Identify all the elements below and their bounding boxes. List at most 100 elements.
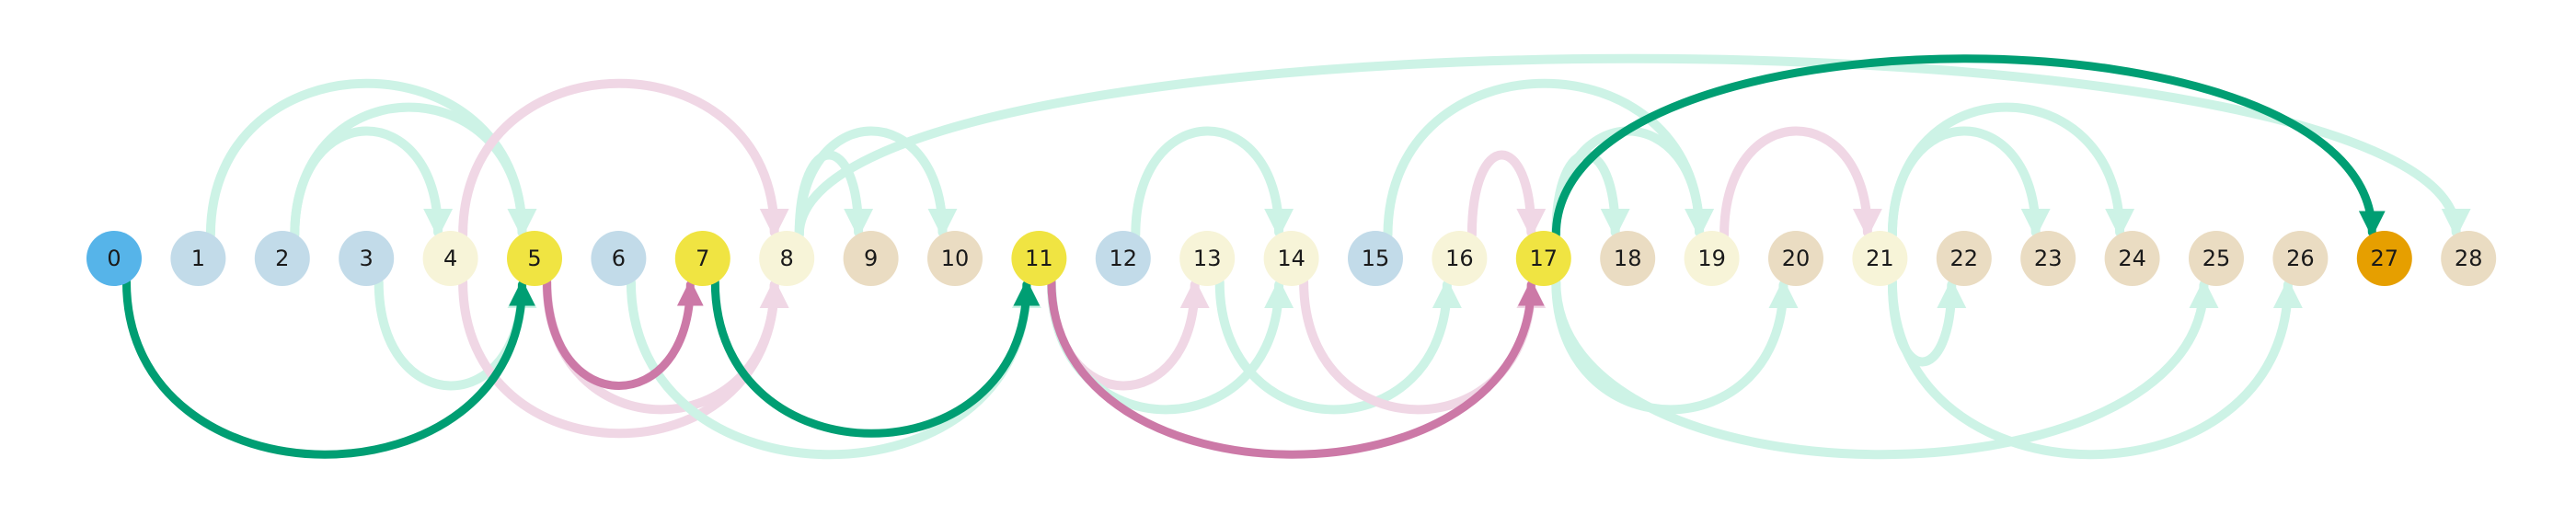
edge-19-to-21	[1719, 126, 1882, 240]
node-label-23: 23	[2034, 246, 2063, 271]
node-20[interactable]: 20	[1768, 231, 1823, 286]
node-4[interactable]: 4	[422, 231, 478, 286]
node-circle-26	[2272, 231, 2329, 286]
edge-15-to-19	[1383, 78, 1715, 240]
node-23[interactable]: 23	[2020, 231, 2076, 286]
node-14[interactable]: 14	[1263, 231, 1319, 286]
node-7[interactable]: 7	[674, 231, 730, 286]
node-circle-16	[1432, 231, 1488, 286]
node-6[interactable]: 6	[591, 231, 647, 286]
edges-strong-layer	[122, 54, 2386, 459]
node-label-15: 15	[1362, 246, 1390, 271]
node-27[interactable]: 27	[2356, 231, 2412, 286]
node-circle-9	[843, 231, 899, 286]
node-15[interactable]: 15	[1348, 231, 1403, 286]
edge-21-to-26	[1887, 277, 2303, 460]
edge-7-to-11	[710, 278, 1041, 438]
edge-5-to-8	[542, 277, 789, 415]
edge-8-to-28	[794, 53, 2471, 240]
node-label-22: 22	[1950, 246, 1979, 271]
edge-17-to-20	[1551, 277, 1799, 415]
node-label-24: 24	[2118, 246, 2146, 271]
node-circle-8	[759, 231, 815, 286]
node-circle-20	[1768, 231, 1823, 286]
node-9[interactable]: 9	[843, 231, 899, 286]
node-label-28: 28	[2455, 246, 2483, 271]
node-circle-21	[1852, 231, 1908, 286]
edge-11-to-17	[1047, 278, 1545, 459]
node-label-27: 27	[2371, 246, 2399, 271]
node-circle-3	[339, 231, 395, 286]
node-5[interactable]: 5	[507, 231, 562, 286]
node-8[interactable]: 8	[759, 231, 815, 286]
node-label-4: 4	[443, 246, 457, 271]
edge-13-to-16	[1214, 277, 1462, 415]
node-label-20: 20	[1782, 246, 1811, 271]
node-label-3: 3	[360, 246, 374, 271]
node-circle-22	[1936, 231, 1992, 286]
edge-11-to-13	[1046, 277, 1210, 391]
node-label-0: 0	[107, 246, 121, 271]
node-circle-11	[1011, 231, 1067, 286]
node-label-6: 6	[612, 246, 626, 271]
node-16[interactable]: 16	[1432, 231, 1488, 286]
node-28[interactable]: 28	[2441, 231, 2497, 286]
edge-21-to-23	[1887, 126, 2051, 240]
node-circle-7	[674, 231, 730, 286]
node-label-2: 2	[275, 246, 289, 271]
node-label-12: 12	[1110, 246, 1138, 271]
node-circle-6	[591, 231, 647, 286]
node-circle-23	[2020, 231, 2076, 286]
node-0[interactable]: 0	[86, 231, 142, 286]
node-2[interactable]: 2	[254, 231, 310, 286]
node-12[interactable]: 12	[1095, 231, 1151, 286]
node-26[interactable]: 26	[2272, 231, 2329, 286]
edge-17-to-25	[1551, 277, 2219, 460]
node-circle-17	[1515, 231, 1571, 286]
edge-2-to-5	[290, 102, 537, 240]
node-circle-10	[927, 231, 983, 286]
node-circle-0	[86, 231, 142, 286]
node-circle-2	[254, 231, 310, 286]
edge-16-to-17	[1466, 150, 1547, 240]
node-label-19: 19	[1697, 246, 1726, 271]
node-label-8: 8	[780, 246, 794, 271]
edge-1-to-5	[205, 78, 537, 240]
node-13[interactable]: 13	[1179, 231, 1236, 286]
node-label-5: 5	[527, 246, 541, 271]
node-22[interactable]: 22	[1936, 231, 1992, 286]
node-label-11: 11	[1025, 246, 1053, 271]
node-label-10: 10	[941, 246, 970, 271]
edge-0-to-5	[122, 278, 535, 459]
node-10[interactable]: 10	[927, 231, 983, 286]
node-circle-25	[2189, 231, 2244, 286]
node-label-18: 18	[1614, 246, 1642, 271]
node-24[interactable]: 24	[2104, 231, 2160, 286]
node-11[interactable]: 11	[1011, 231, 1067, 286]
node-25[interactable]: 25	[2189, 231, 2244, 286]
node-1[interactable]: 1	[170, 231, 226, 286]
node-circle-4	[422, 231, 478, 286]
edge-4-to-8	[458, 78, 789, 240]
node-circle-24	[2104, 231, 2160, 286]
node-17[interactable]: 17	[1515, 231, 1571, 286]
node-label-1: 1	[191, 246, 205, 271]
node-label-26: 26	[2286, 246, 2315, 271]
edge-11-to-14	[1046, 277, 1294, 415]
edge-12-to-14	[1131, 126, 1294, 240]
node-21[interactable]: 21	[1852, 231, 1908, 286]
node-label-21: 21	[1866, 246, 1894, 271]
node-circle-12	[1095, 231, 1151, 286]
edge-2-to-4	[290, 126, 454, 240]
node-circle-14	[1263, 231, 1319, 286]
node-3[interactable]: 3	[339, 231, 395, 286]
edge-14-to-17	[1299, 277, 1547, 415]
node-label-17: 17	[1530, 246, 1558, 271]
node-label-7: 7	[696, 246, 709, 271]
node-label-9: 9	[864, 246, 878, 271]
node-18[interactable]: 18	[1600, 231, 1656, 286]
node-19[interactable]: 19	[1684, 231, 1740, 286]
node-circle-15	[1348, 231, 1403, 286]
